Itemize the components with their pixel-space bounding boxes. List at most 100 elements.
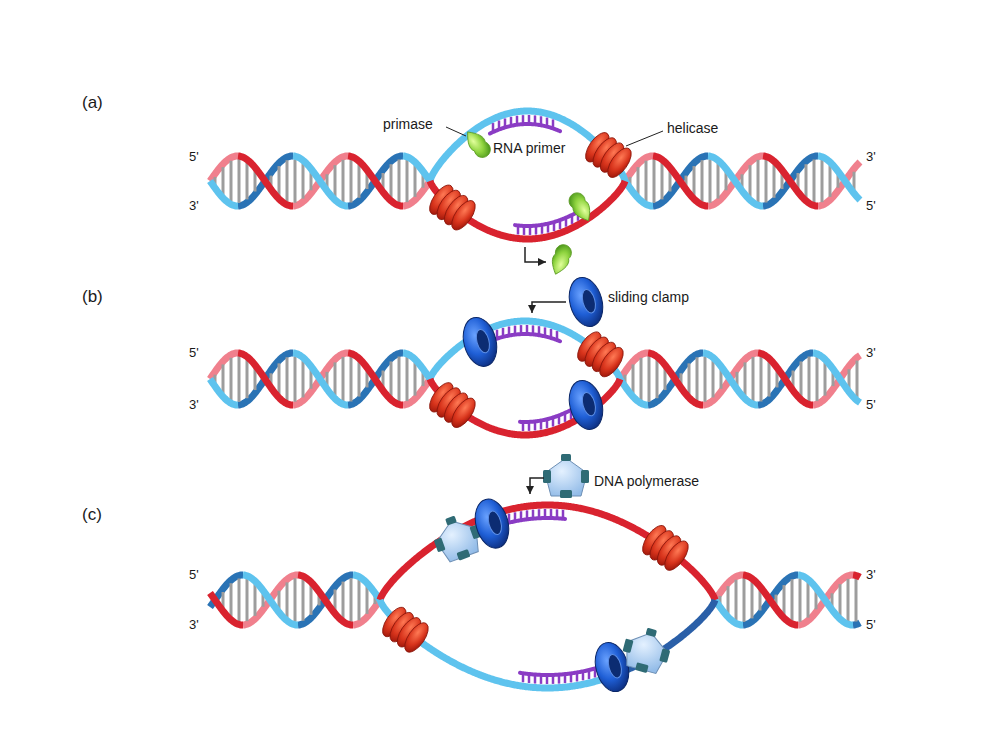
dna-strand [625, 156, 860, 206]
base-pair [246, 163, 249, 200]
dna-strand-segment [293, 156, 348, 206]
dna-strand [210, 575, 353, 625]
base-pair [805, 164, 808, 198]
helicase-protein [425, 181, 480, 234]
dna-strand [210, 156, 430, 206]
base-pair [406, 160, 409, 202]
base-pair [246, 579, 249, 621]
base-pair [342, 582, 345, 619]
base-pair [701, 160, 704, 202]
base-pair [824, 362, 827, 395]
polymerase-domain [635, 662, 649, 673]
base-pair [816, 357, 819, 401]
base-pair [821, 160, 824, 202]
base-pair [693, 166, 696, 196]
base-pair [709, 159, 712, 202]
double-helix [210, 156, 430, 206]
sliding-clamp-protein [458, 314, 502, 371]
clamp-hole [474, 328, 492, 354]
dna-strand-segment [293, 353, 348, 405]
base-pair [735, 580, 738, 621]
base-pair [752, 357, 755, 401]
dna-strand [243, 575, 380, 625]
dna-strand [743, 575, 860, 625]
end-label: 5' [189, 149, 199, 165]
base-pair [350, 357, 353, 402]
dna-polymerase-protein [619, 623, 675, 677]
base-pair [398, 159, 401, 202]
primer-backbone [520, 406, 578, 422]
dna-strand-segment [238, 353, 293, 405]
base-pair [829, 165, 832, 197]
part-label: sliding clamp [608, 289, 689, 306]
polymerase-domain [659, 648, 670, 663]
base-pair [406, 357, 409, 401]
primer-backbone [490, 124, 560, 134]
base-pair [632, 364, 635, 393]
dna-strand-segment [763, 156, 818, 206]
dna-strand-segment [293, 353, 348, 405]
base-pair [358, 580, 361, 621]
double-helix [210, 353, 430, 405]
clamp-ring [590, 639, 634, 696]
dna-strand-segment [648, 353, 703, 405]
double-helix [620, 353, 860, 405]
arrow-head [526, 486, 534, 494]
dna-strand [620, 353, 860, 405]
end-label: 3' [189, 617, 199, 633]
base-pair [704, 356, 707, 401]
base-pair [808, 357, 811, 402]
base-pair [712, 361, 715, 398]
base-pair [807, 582, 810, 617]
dna-strand-segment [703, 353, 758, 405]
dna-strand [210, 156, 430, 206]
base-pair [799, 578, 802, 621]
dna-strand-segment [238, 353, 293, 405]
dna-strand [238, 156, 403, 206]
helicase-subunit [447, 394, 480, 431]
dna-strand-segment [708, 156, 763, 206]
base-pair [302, 163, 305, 198]
polymerase-domain [561, 454, 571, 461]
base-pair [230, 161, 233, 202]
replication-fork-panel [210, 111, 860, 239]
base-pair [751, 582, 754, 619]
helicase-protein [425, 379, 480, 432]
base-pair [661, 163, 664, 200]
base-pair [727, 586, 730, 614]
base-pair [294, 578, 297, 621]
dna-strand-segment [763, 156, 818, 206]
base-pair [222, 167, 225, 195]
primase-protein [548, 242, 574, 277]
base-pair [855, 578, 858, 621]
polymerase-domain [543, 470, 551, 483]
base-pair [222, 364, 225, 393]
base-pair [334, 362, 337, 395]
polymerase-domain [622, 639, 633, 654]
base-pair [653, 159, 656, 203]
base-pair [278, 166, 281, 196]
dna-strand-segment [853, 623, 860, 625]
base-pair [254, 584, 257, 616]
unwound-strand [430, 181, 625, 239]
helicase-protein [638, 522, 693, 575]
end-label: 3' [866, 345, 876, 361]
helicase-subunit [400, 619, 433, 656]
rna-primer [490, 115, 560, 134]
polymerase-domain [456, 549, 470, 561]
clamp-ring [564, 274, 608, 331]
dna-strand [238, 156, 403, 206]
dna-polymerase-protein [543, 454, 589, 498]
base-pair [637, 167, 640, 195]
primase-protein [461, 127, 493, 161]
dna-strand-segment [798, 575, 853, 625]
dna-strand-segment [758, 353, 813, 405]
polymerase-body [621, 627, 671, 675]
base-pair [342, 160, 345, 202]
unwound-strand [430, 111, 625, 181]
dna-strand [653, 156, 818, 206]
helicase-subunit [660, 537, 693, 574]
end-label: 3' [189, 397, 199, 413]
dna-strand-segment [243, 575, 298, 625]
